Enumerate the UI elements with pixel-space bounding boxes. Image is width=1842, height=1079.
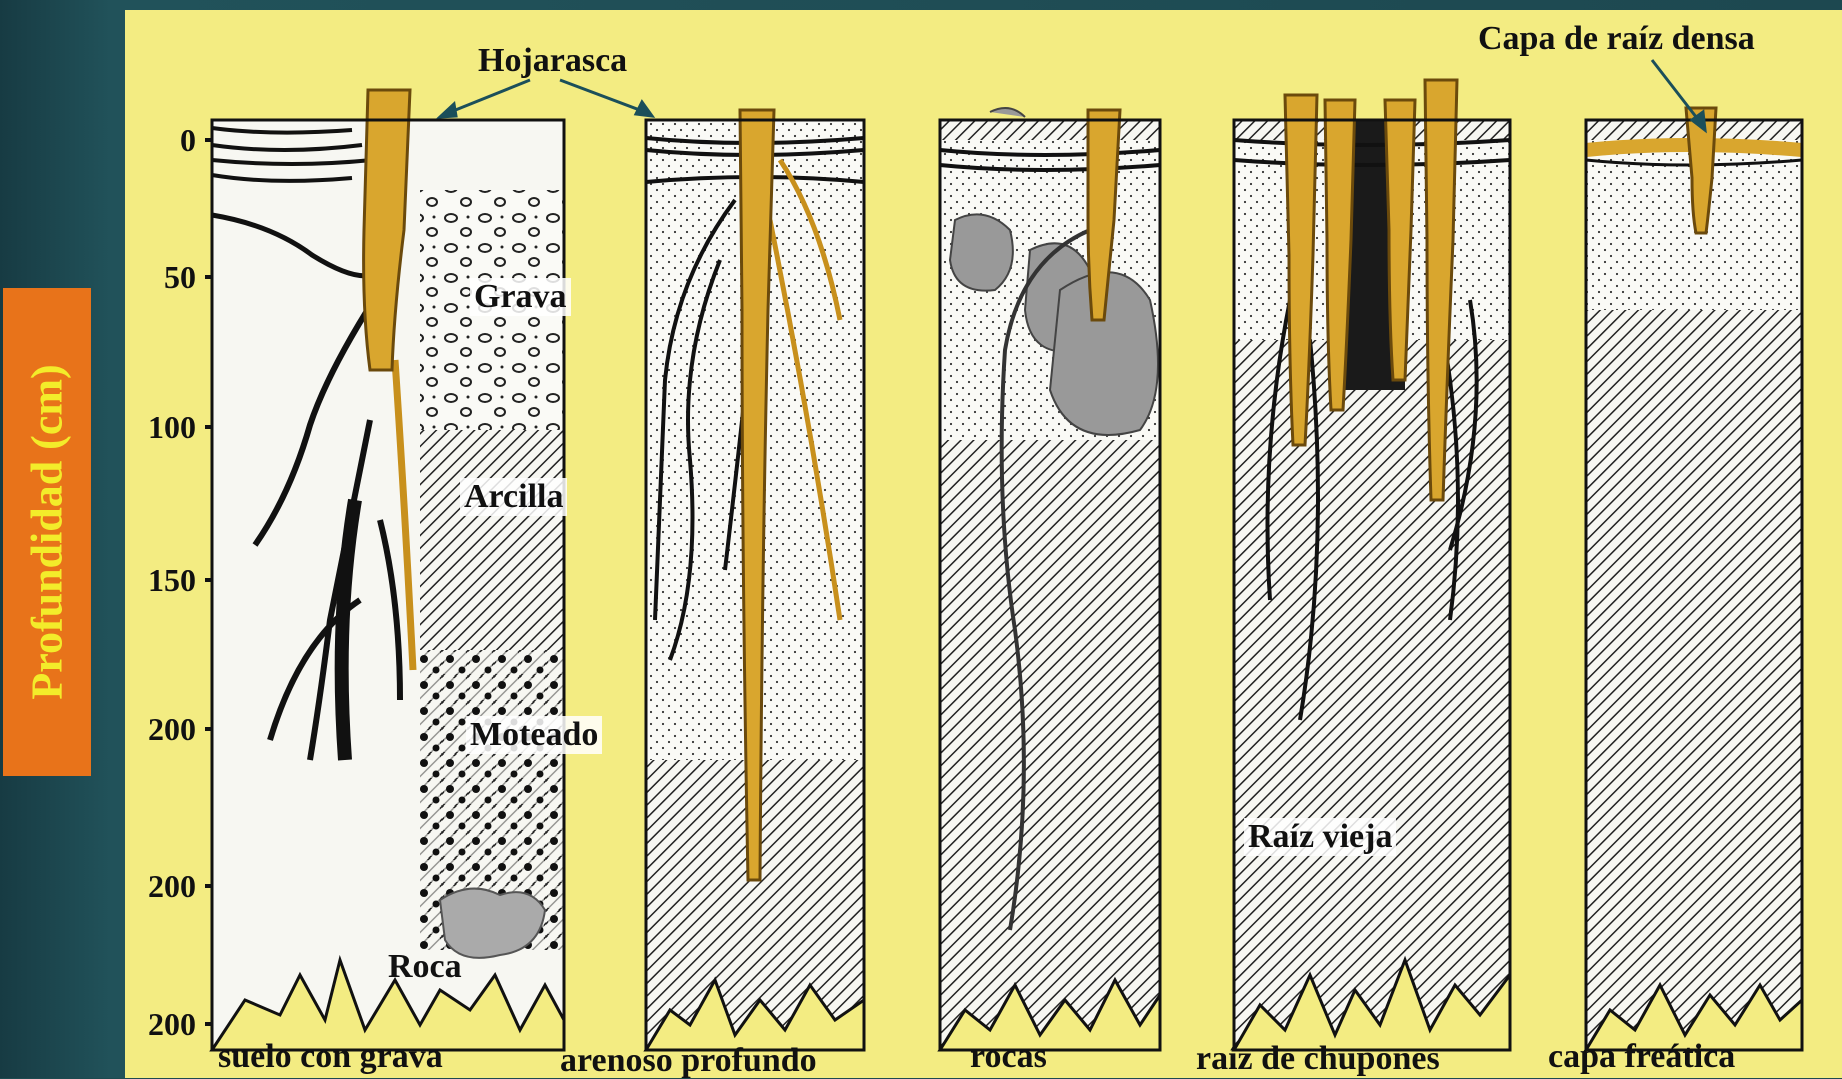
y-tick-0: 0 [126, 124, 196, 156]
annotation-arcilla: Arcilla [460, 478, 567, 516]
profile-suelo-con-grava [212, 90, 564, 1050]
profile-capa-freatica [1586, 108, 1802, 1050]
y-tick-200-c: 200 [126, 1008, 196, 1040]
profile-raiz-de-chupones [1234, 80, 1510, 1050]
annotation-capa-raiz-densa: Capa de raíz densa [1478, 22, 1755, 56]
annotation-raiz-vieja: Raíz vieja [1244, 818, 1396, 856]
y-tick-50: 50 [126, 261, 196, 293]
y-tick-200-a: 200 [126, 713, 196, 745]
column-label-capa-freatica: capa freática [1548, 1040, 1735, 1074]
column-label-rocas: rocas [970, 1040, 1047, 1074]
annotation-grava: Grava [470, 278, 571, 316]
profile-arenoso-profundo [646, 110, 864, 1050]
annotation-hojarasca: Hojarasca [478, 44, 627, 78]
y-tick-100: 100 [126, 411, 196, 443]
profile-rocas [940, 108, 1160, 1050]
y-tick-150: 150 [126, 564, 196, 596]
y-tick-200-b: 200 [126, 870, 196, 902]
annotation-roca: Roca [388, 950, 462, 984]
column-label-raiz-de-chupones: raíz de chupones [1196, 1042, 1440, 1076]
column-label-arenoso-profundo: arenoso profundo [560, 1044, 817, 1078]
annotation-moteado: Moteado [466, 716, 602, 754]
column-label-suelo-con-grava: suelo con grava [218, 1040, 443, 1074]
